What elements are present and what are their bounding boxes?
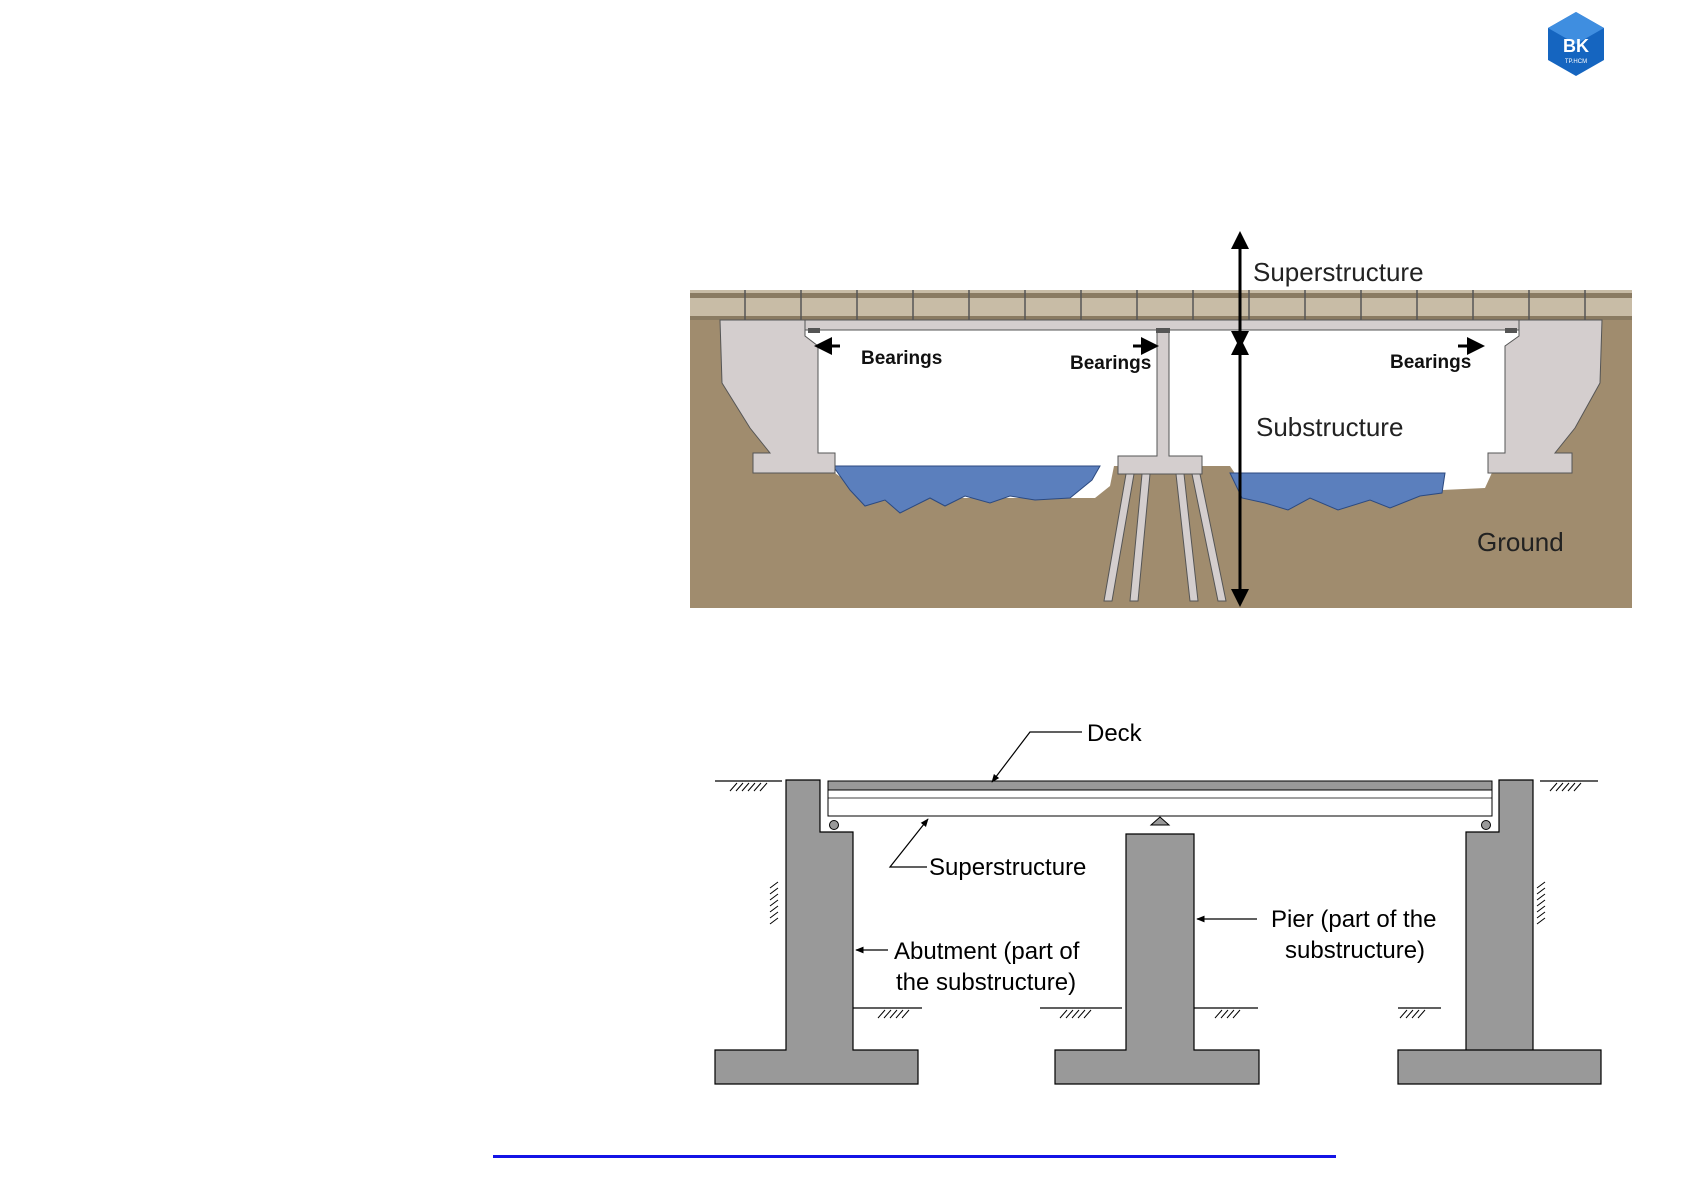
logo-text: BK	[1563, 36, 1589, 56]
bearing-right	[1482, 821, 1491, 830]
abutment-left	[715, 780, 918, 1084]
pier-label-line2: substructure)	[1285, 937, 1425, 964]
bearings-mid-label: Bearings	[1070, 353, 1151, 374]
ground-label: Ground	[1477, 527, 1564, 557]
superstructure-label: Superstructure	[929, 854, 1086, 881]
deck	[828, 781, 1492, 790]
superstructure-leader	[890, 819, 928, 867]
logo-subtext: TP.HCM	[1565, 59, 1587, 65]
university-logo: BK TP.HCM	[1540, 8, 1612, 80]
bearing-pier	[1151, 817, 1169, 825]
bearings-right-label: Bearings	[1390, 352, 1471, 373]
bridge-schematic: Deck Superstructure Pier (part of the su…	[710, 712, 1610, 1092]
footer-divider	[493, 1155, 1336, 1158]
abutment-label-line1: Abutment (part of	[894, 938, 1080, 965]
superstructure-girder	[828, 790, 1492, 816]
bearing-left	[808, 328, 820, 333]
superstructure-label: Superstructure	[1253, 257, 1424, 287]
bearings-left-label: Bearings	[861, 348, 942, 369]
bearing-mid	[1156, 328, 1170, 333]
deck-label: Deck	[1087, 720, 1143, 747]
bearing-right	[1505, 328, 1517, 333]
abutment-label-line2: the substructure)	[896, 969, 1076, 996]
deck-leader	[992, 732, 1082, 782]
railing	[690, 290, 1632, 320]
substructure-label: Substructure	[1256, 412, 1403, 442]
bearing-left	[830, 821, 839, 830]
bridge-illustration: Superstructure Substructure Ground Beari…	[690, 228, 1632, 608]
pier-label-line1: Pier (part of the	[1271, 906, 1436, 933]
